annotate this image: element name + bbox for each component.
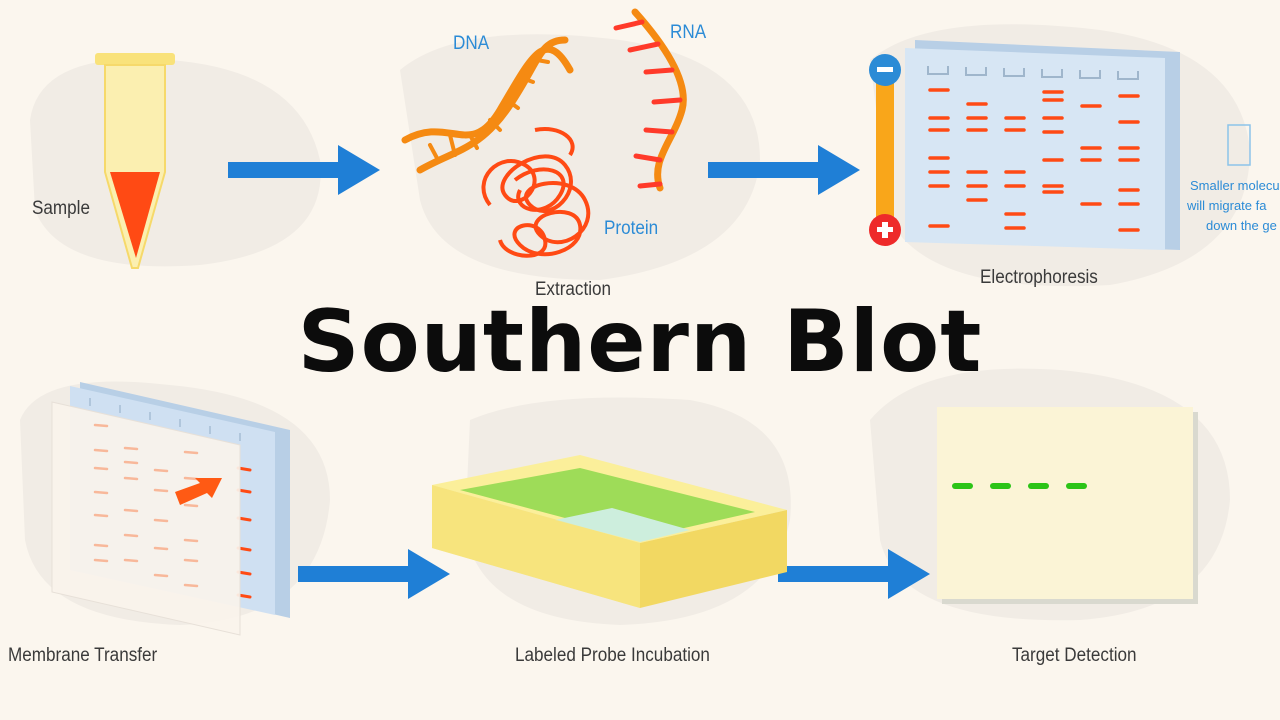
membrane-band	[123, 446, 139, 451]
transfer-arrow-icon	[175, 478, 222, 505]
membrane-band	[123, 476, 139, 481]
membrane-band	[93, 543, 109, 548]
membrane-band	[93, 448, 109, 453]
gel-note-line-2: will migrate fa	[1187, 198, 1267, 213]
membrane-band	[153, 488, 169, 493]
page-title: Southern Blot	[297, 292, 983, 392]
membrane-band	[93, 558, 109, 563]
membrane-band	[123, 533, 139, 538]
membrane-band	[153, 573, 169, 578]
dna-label: DNA	[453, 33, 490, 54]
membrane-band	[93, 423, 109, 428]
step-label-sample: Sample	[32, 198, 90, 219]
arrow-extraction-to-electrophoresis	[708, 145, 860, 195]
gel-bands	[928, 88, 1140, 232]
membrane-band	[93, 466, 109, 471]
membrane-band	[93, 490, 109, 495]
membrane-band	[153, 518, 169, 523]
membrane-transfer-icon	[51, 382, 290, 636]
gel-note-line-3: down the ge	[1206, 218, 1277, 233]
rna-strand-icon	[613, 8, 687, 192]
membrane-band	[123, 508, 139, 513]
step-label-electrophoresis: Electrophoresis	[980, 267, 1098, 288]
electrode-column	[869, 54, 901, 246]
membrane-band	[183, 503, 199, 508]
sample-tube-icon	[95, 53, 175, 269]
gel-slab-icon	[905, 40, 1251, 250]
step-label-target-detection: Target Detection	[1012, 645, 1137, 666]
membrane-band	[123, 558, 139, 563]
membrane-band	[93, 513, 109, 518]
protein-label: Protein	[604, 218, 659, 239]
incubation-tray-icon	[432, 455, 787, 608]
arrow-transfer-to-incubation	[298, 549, 450, 599]
rna-label: RNA	[670, 22, 707, 43]
step-label-membrane-transfer: Membrane Transfer	[8, 645, 158, 666]
step-label-extraction: Extraction	[535, 279, 612, 300]
dna-helix-icon	[401, 36, 574, 174]
membrane-band	[153, 546, 169, 551]
membrane-band	[183, 583, 199, 588]
detection-film-icon	[937, 407, 1198, 604]
step-label-probe-incubation: Labeled Probe Incubation	[515, 645, 710, 666]
protein-coil-icon	[481, 127, 591, 258]
arrow-incubation-to-detection	[778, 549, 930, 599]
membrane-band	[183, 450, 199, 455]
membrane-band	[183, 538, 199, 543]
flow-arrows	[228, 145, 930, 599]
membrane-band	[153, 468, 169, 473]
membrane-band	[183, 558, 199, 563]
arrow-sample-to-extraction	[228, 145, 380, 195]
membrane-band	[183, 476, 199, 481]
gel-note-line-1: Smaller molecu	[1190, 178, 1280, 193]
membrane-band	[123, 460, 139, 465]
